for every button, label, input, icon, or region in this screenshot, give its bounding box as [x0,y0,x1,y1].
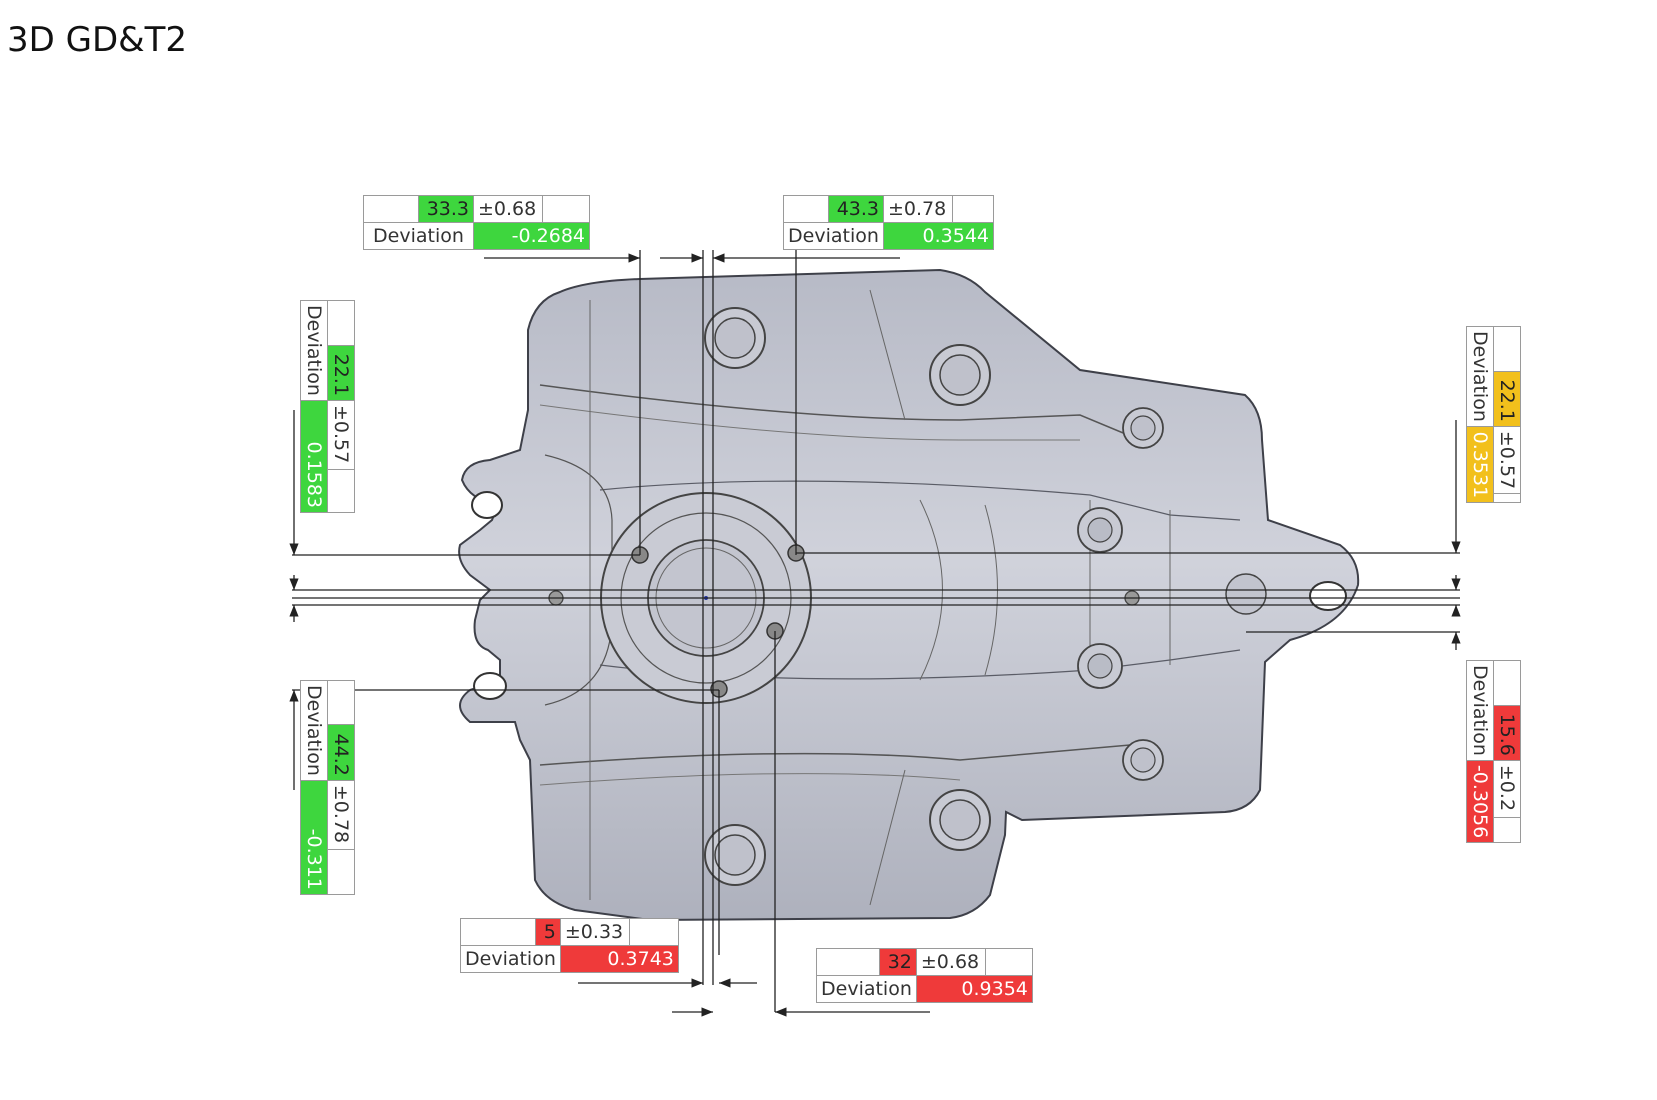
deviation-value: 0.3531 [1466,426,1494,503]
deviation-label: Deviation [783,222,884,250]
deviation-label: Deviation [460,945,561,973]
dimension-callout-bottom-right: 32 ±0.68 Deviation 0.9354 [816,948,1033,1003]
page-title: 3D GD&T2 [7,20,188,60]
callout-spacer [327,849,355,895]
callout-spacer [327,469,355,513]
deviation-value: 0.3544 [883,222,994,250]
callout-spacer [327,300,355,346]
deviation-label: Deviation [300,680,328,781]
nominal-value: 22.1 [327,345,355,401]
tolerance-value: ±0.57 [1493,426,1521,494]
deviation-label: Deviation [1466,326,1494,427]
callout-spacer [542,195,590,223]
tolerance-value: ±0.68 [473,195,543,223]
nominal-value: 22.1 [1493,371,1521,427]
deviation-value: 0.3743 [559,945,679,973]
nominal-value: 32 [878,948,917,976]
deviation-value: 0.1583 [300,400,328,513]
deviation-label: Deviation [363,222,474,250]
nominal-value: 15.6 [1493,705,1521,761]
tolerance-value: ±0.2 [1493,760,1521,818]
callout-spacer [1493,660,1521,706]
deviation-label: Deviation [816,975,917,1003]
callout-spacer [327,680,355,725]
deviation-value: -0.3056 [1466,760,1494,843]
deviation-label: Deviation [300,300,328,401]
deviation-value: 0.9354 [915,975,1033,1003]
callout-spacer [1493,817,1521,843]
dimension-callout-top-left: 33.3 ±0.68 Deviation -0.2684 [363,195,590,250]
dimension-callout-top-right: 43.3 ±0.78 Deviation 0.3544 [783,195,994,250]
deviation-value: -0.2684 [473,222,590,250]
callout-spacer [816,948,880,976]
callout-spacer [460,918,536,946]
deviation-label: Deviation [1466,660,1494,761]
dimension-callout-bottom-left: 5 ±0.33 Deviation 0.3743 [460,918,679,973]
callout-spacer [783,195,829,223]
dimension-callout-left-upper: 22.1 ±0.57 Deviation 0.1583 [300,300,355,513]
tolerance-value: ±0.33 [559,918,630,946]
nominal-value: 33.3 [418,195,474,223]
tolerance-value: ±0.78 [327,780,355,850]
callout-spacer [1493,326,1521,372]
dimension-callout-left-lower: 44.2 ±0.78 Deviation -0.311 [300,680,355,895]
callout-spacer [628,918,679,946]
nominal-value: 5 [534,918,561,946]
callout-spacer [952,195,994,223]
tolerance-value: ±0.57 [327,400,355,470]
dimension-callout-right-lower: 15.6 ±0.2 Deviation -0.3056 [1466,660,1521,843]
tolerance-value: ±0.78 [883,195,953,223]
callout-spacer [984,948,1033,976]
dimension-lines [289,250,1461,1017]
callout-spacer [363,195,419,223]
nominal-value: 44.2 [327,724,355,781]
tolerance-value: ±0.68 [915,948,986,976]
dimension-callout-right-upper: 22.1 ±0.57 Deviation 0.3531 [1466,326,1521,503]
deviation-value: -0.311 [300,780,328,895]
callout-spacer [1493,493,1521,503]
nominal-value: 43.3 [828,195,884,223]
part-body [458,268,1360,922]
